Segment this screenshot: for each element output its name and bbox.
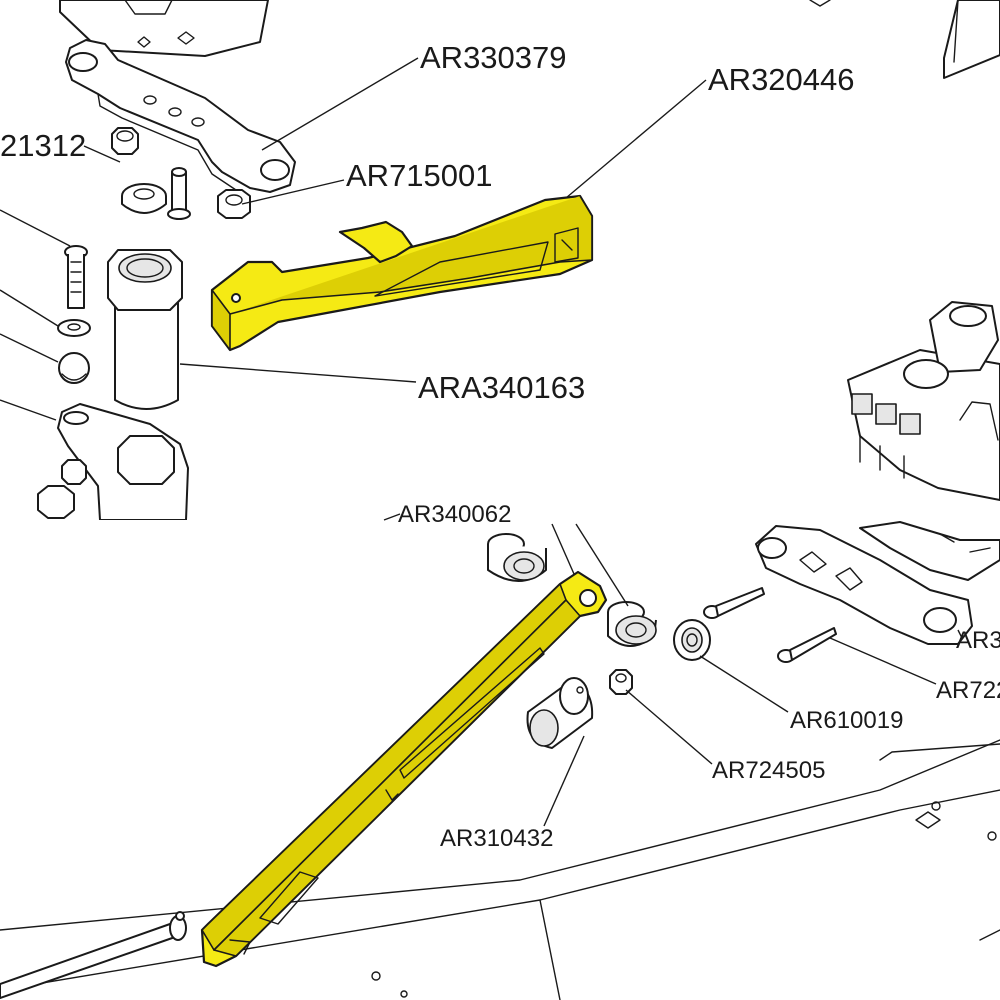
highlighted-arm-bottom <box>200 570 608 968</box>
chassis-plate-bottom <box>0 739 1000 1000</box>
label-ar724505: AR724505 <box>712 757 825 784</box>
screw-bottom-1 <box>703 587 765 619</box>
pin <box>167 167 191 220</box>
label-ar722-cut: AR722 <box>936 677 1000 704</box>
label-ar610019: AR610019 <box>790 707 903 734</box>
washer-left <box>57 319 91 337</box>
washer <box>121 183 167 214</box>
label-ara340163: ARA340163 <box>418 370 585 405</box>
rear-mount-bracket <box>755 521 1000 645</box>
screw-bottom-2 <box>777 627 837 663</box>
driveshaft <box>0 911 187 999</box>
washer-ar610019 <box>673 619 711 661</box>
bushing-right <box>607 601 657 647</box>
sleeve-ar310432 <box>526 677 594 749</box>
small-nut <box>217 189 251 219</box>
wing-fragment <box>809 0 1000 79</box>
label-21312: 21312 <box>0 128 86 163</box>
label-ar310432: AR310432 <box>440 825 553 852</box>
top-leader-lines <box>0 57 707 421</box>
mount-bracket <box>65 39 296 197</box>
top-panel: AR330379 AR320446 21312 AR715001 ARA3401… <box>0 0 1000 521</box>
panel-divider <box>0 520 1000 522</box>
bushing-top <box>487 533 547 582</box>
hex-nut <box>111 127 139 155</box>
bottom-leader-lines <box>383 513 963 827</box>
steering-block <box>847 301 1000 501</box>
shock-body <box>107 249 183 410</box>
ball-stud <box>58 352 90 384</box>
label-ar32-cut: AR32 <box>956 627 1000 654</box>
nut-ar724505 <box>609 669 633 695</box>
label-ar330379: AR330379 <box>420 40 567 75</box>
label-ar340062: AR340062 <box>398 501 511 528</box>
screw-left <box>64 245 88 309</box>
bottom-panel: AR340062 AR32 AR722 AR610019 AR724505 AR… <box>0 501 1000 1000</box>
label-ar320446: AR320446 <box>708 62 855 97</box>
hex-bolt-head <box>37 485 75 519</box>
highlighted-arm-top <box>210 194 594 352</box>
chassis-plate-top <box>59 0 269 57</box>
small-nut-left <box>61 459 87 485</box>
label-ar715001: AR715001 <box>346 158 493 193</box>
